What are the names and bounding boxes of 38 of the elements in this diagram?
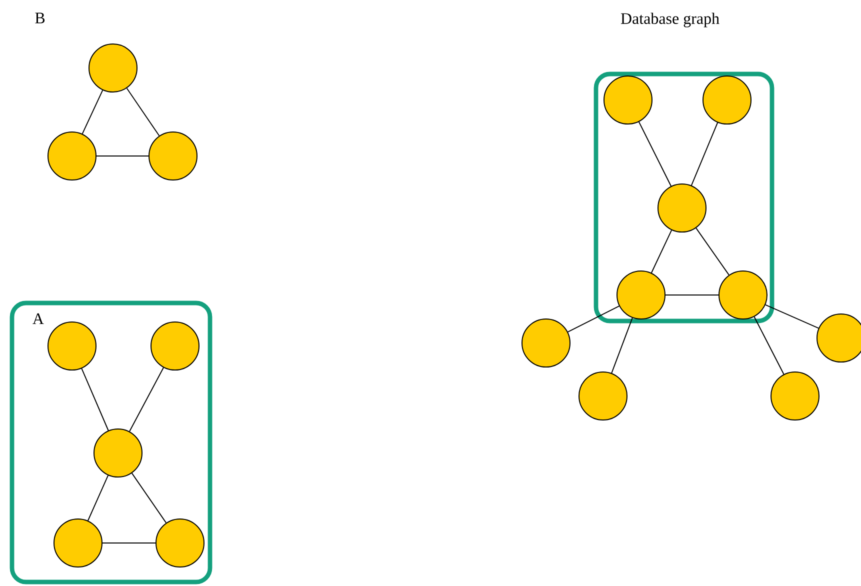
graph-vertex bbox=[616, 270, 666, 320]
graph-edge bbox=[129, 367, 164, 432]
graph-edge bbox=[87, 474, 109, 522]
graph-vertex bbox=[156, 518, 204, 568]
graph-edge bbox=[567, 306, 620, 332]
graph-edge bbox=[82, 90, 104, 134]
group-frame bbox=[10, 300, 212, 584]
graph-edge bbox=[665, 294, 719, 296]
graph-vertex bbox=[54, 518, 102, 568]
graph-vertex bbox=[604, 76, 652, 124]
graph-vertex bbox=[522, 318, 570, 368]
group-frame bbox=[594, 72, 774, 324]
graph-edge bbox=[102, 542, 156, 544]
graph-edge bbox=[131, 472, 167, 524]
graph-vertex bbox=[94, 428, 142, 478]
graph-label: A bbox=[32, 313, 44, 324]
graph-edge bbox=[81, 368, 109, 431]
graph-edge bbox=[764, 304, 820, 329]
graph-vertex bbox=[88, 44, 138, 92]
graph-edge bbox=[754, 316, 784, 375]
graph-edge bbox=[126, 88, 160, 136]
graph-vertex bbox=[718, 270, 768, 320]
graph-vertex bbox=[816, 314, 861, 362]
graph-title: B bbox=[35, 12, 45, 24]
graph-vertex bbox=[48, 132, 96, 180]
graph-edge bbox=[611, 317, 633, 374]
graph-vertex bbox=[702, 76, 752, 124]
graph-vertex bbox=[48, 322, 96, 370]
graph-edge bbox=[650, 230, 672, 274]
graph-vertex bbox=[658, 184, 706, 232]
graph-edge bbox=[690, 122, 718, 186]
graph-vertex bbox=[148, 132, 198, 180]
graph-edge bbox=[638, 121, 672, 187]
graph-vertex bbox=[150, 322, 200, 370]
graph-vertex bbox=[770, 372, 820, 420]
graph-vertex bbox=[578, 372, 628, 420]
graph-title: Database graph bbox=[620, 12, 720, 28]
graph-edge bbox=[696, 228, 730, 276]
